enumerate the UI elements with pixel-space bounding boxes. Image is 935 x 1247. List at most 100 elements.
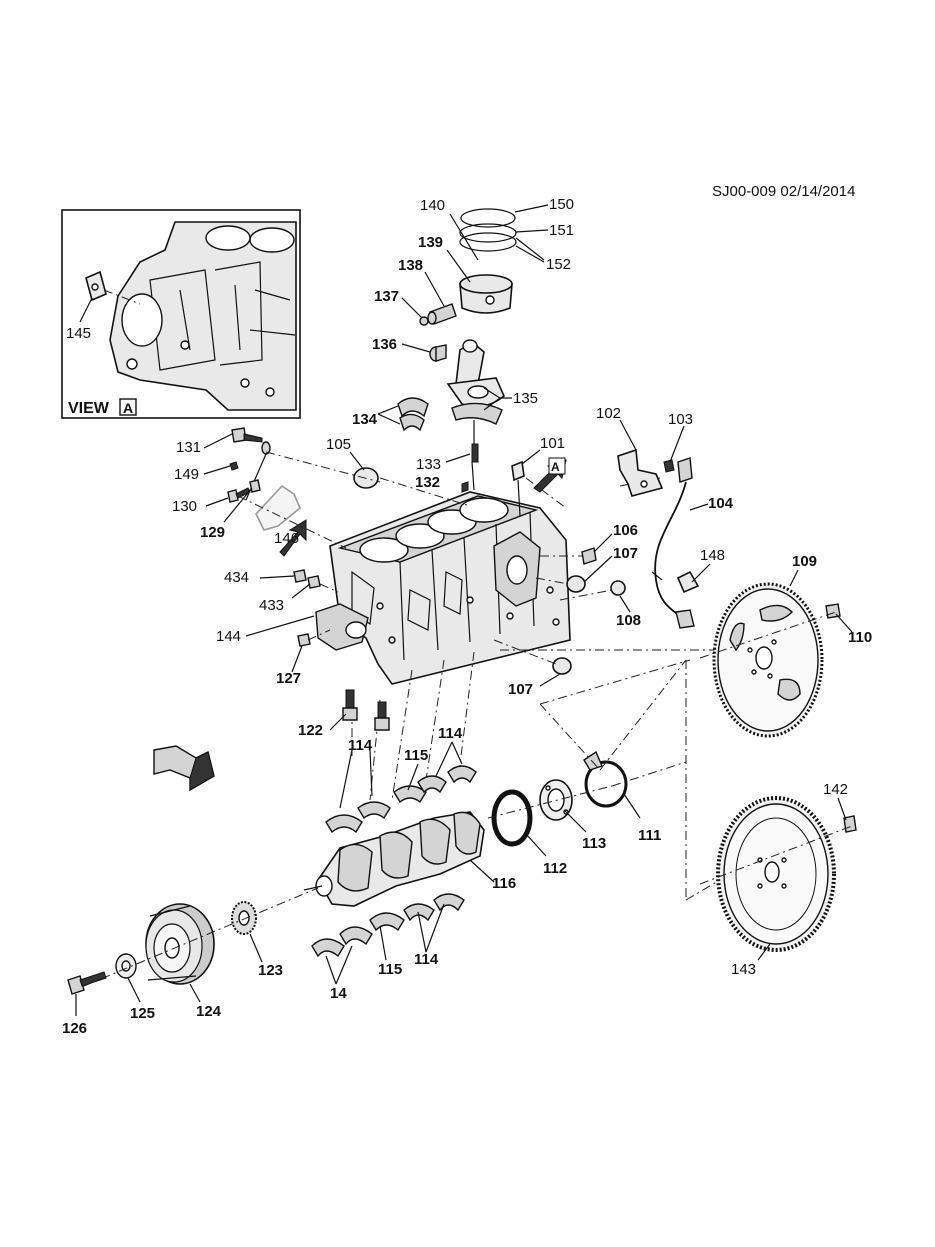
flywheel-143 [716,796,836,952]
seal-housing-111 [583,750,628,808]
label-127: 127 [276,670,301,687]
label-111: 111 [638,827,661,844]
label-110: 110 [848,629,872,646]
label-152: 152 [546,256,571,273]
label-134: 134 [352,411,378,428]
label-145: 145 [66,325,91,342]
part-labels: 150 140 151 139 152 138 137 136 135 134 … [62,196,872,1037]
flexplate-109 [712,582,824,738]
label-130: 130 [172,498,197,515]
label-14: 14 [330,985,347,1002]
label-132: 132 [415,474,440,491]
rod-bearing-134 [397,397,429,432]
seal-107-upper [566,575,586,593]
bolt-129 [249,479,261,493]
leader-lines-rest [75,419,853,1016]
label-125: 125 [130,1005,155,1022]
label-115-a: 115 [404,747,428,764]
bolt-130 [227,487,251,503]
label-108: 108 [616,612,641,629]
document-id: SJ00-009 02/14/2014 [712,183,855,200]
label-135: 135 [513,390,538,407]
label-103: 103 [668,411,693,428]
label-148: 148 [700,547,725,564]
label-136: 136 [372,336,397,353]
label-112: 112 [543,860,567,877]
label-139: 139 [418,234,443,251]
label-105: 105 [326,436,351,453]
rod-bushing [429,344,447,362]
label-140: 140 [420,197,445,214]
plug-434 [293,569,307,583]
label-115-b: 115 [378,961,402,978]
label-114-c: 114 [414,951,439,968]
label-124: 124 [196,1003,222,1020]
seal-107-lower [552,657,572,675]
label-142: 142 [823,781,848,798]
view-letter: A [123,400,133,416]
label-122: 122 [298,722,323,739]
leader-lines-top [377,204,549,491]
label-433: 433 [259,597,284,614]
plug-127 [297,633,311,647]
label-149: 149 [174,466,199,483]
pin-retainer [419,316,429,326]
label-104: 104 [708,495,734,512]
dipstick-tube [245,453,267,501]
label-129: 129 [200,524,225,541]
bolt-131 [231,427,271,455]
damper-pulley-124 [145,903,215,985]
view-label: VIEW [68,400,110,417]
front-direction-arrow [153,745,215,792]
inset-view-a: 145 VIEW A [61,209,301,419]
label-150: 150 [549,196,574,213]
connecting-rod [446,339,505,425]
label-146: 146 [274,530,299,547]
block-small-parts: A [227,427,626,675]
arrow-146 [279,519,307,557]
label-138: 138 [398,257,423,274]
label-107-lower: 107 [508,681,533,698]
label-126: 126 [62,1020,87,1037]
label-113: 113 [582,835,606,852]
bolt-103 [663,459,675,473]
piston [459,274,513,314]
washer-125 [115,953,137,979]
clip-148 [676,570,700,594]
label-102: 102 [596,405,621,422]
label-434: 434 [224,569,249,586]
label-151: 151 [549,222,574,239]
label-143: 143 [731,961,756,978]
sprocket-123 [231,901,257,935]
label-109: 109 [792,553,817,570]
bracket-102 [617,448,664,497]
inset-engine-block-illustration [109,221,297,411]
label-137: 137 [374,288,399,305]
piston-pin [427,303,457,325]
plug-106 [581,547,597,565]
dowel-101 [511,460,525,482]
label-116: 116 [492,875,516,892]
view-a-letter: A [551,460,560,474]
label-114-a: 114 [348,737,373,754]
label-114-b: 114 [438,725,463,742]
label-101: 101 [540,435,565,452]
bolt-126 [67,971,107,995]
crankshaft-116 [303,811,485,907]
label-123: 123 [258,962,283,979]
plug-433 [307,575,321,589]
plug-108 [610,580,626,596]
clip-149 [229,461,239,471]
label-107-upper: 107 [613,545,638,562]
label-106: 106 [613,522,638,539]
label-133: 133 [416,456,441,473]
bolts-122 [342,689,390,731]
rear-main-seal-112 [491,789,533,847]
bracket-146 [255,484,301,531]
label-144: 144 [216,628,241,645]
rod-bolt-133 [471,443,479,463]
label-131: 131 [176,439,201,456]
clip-132 [461,481,469,493]
alignment-lines-lower [83,611,853,987]
